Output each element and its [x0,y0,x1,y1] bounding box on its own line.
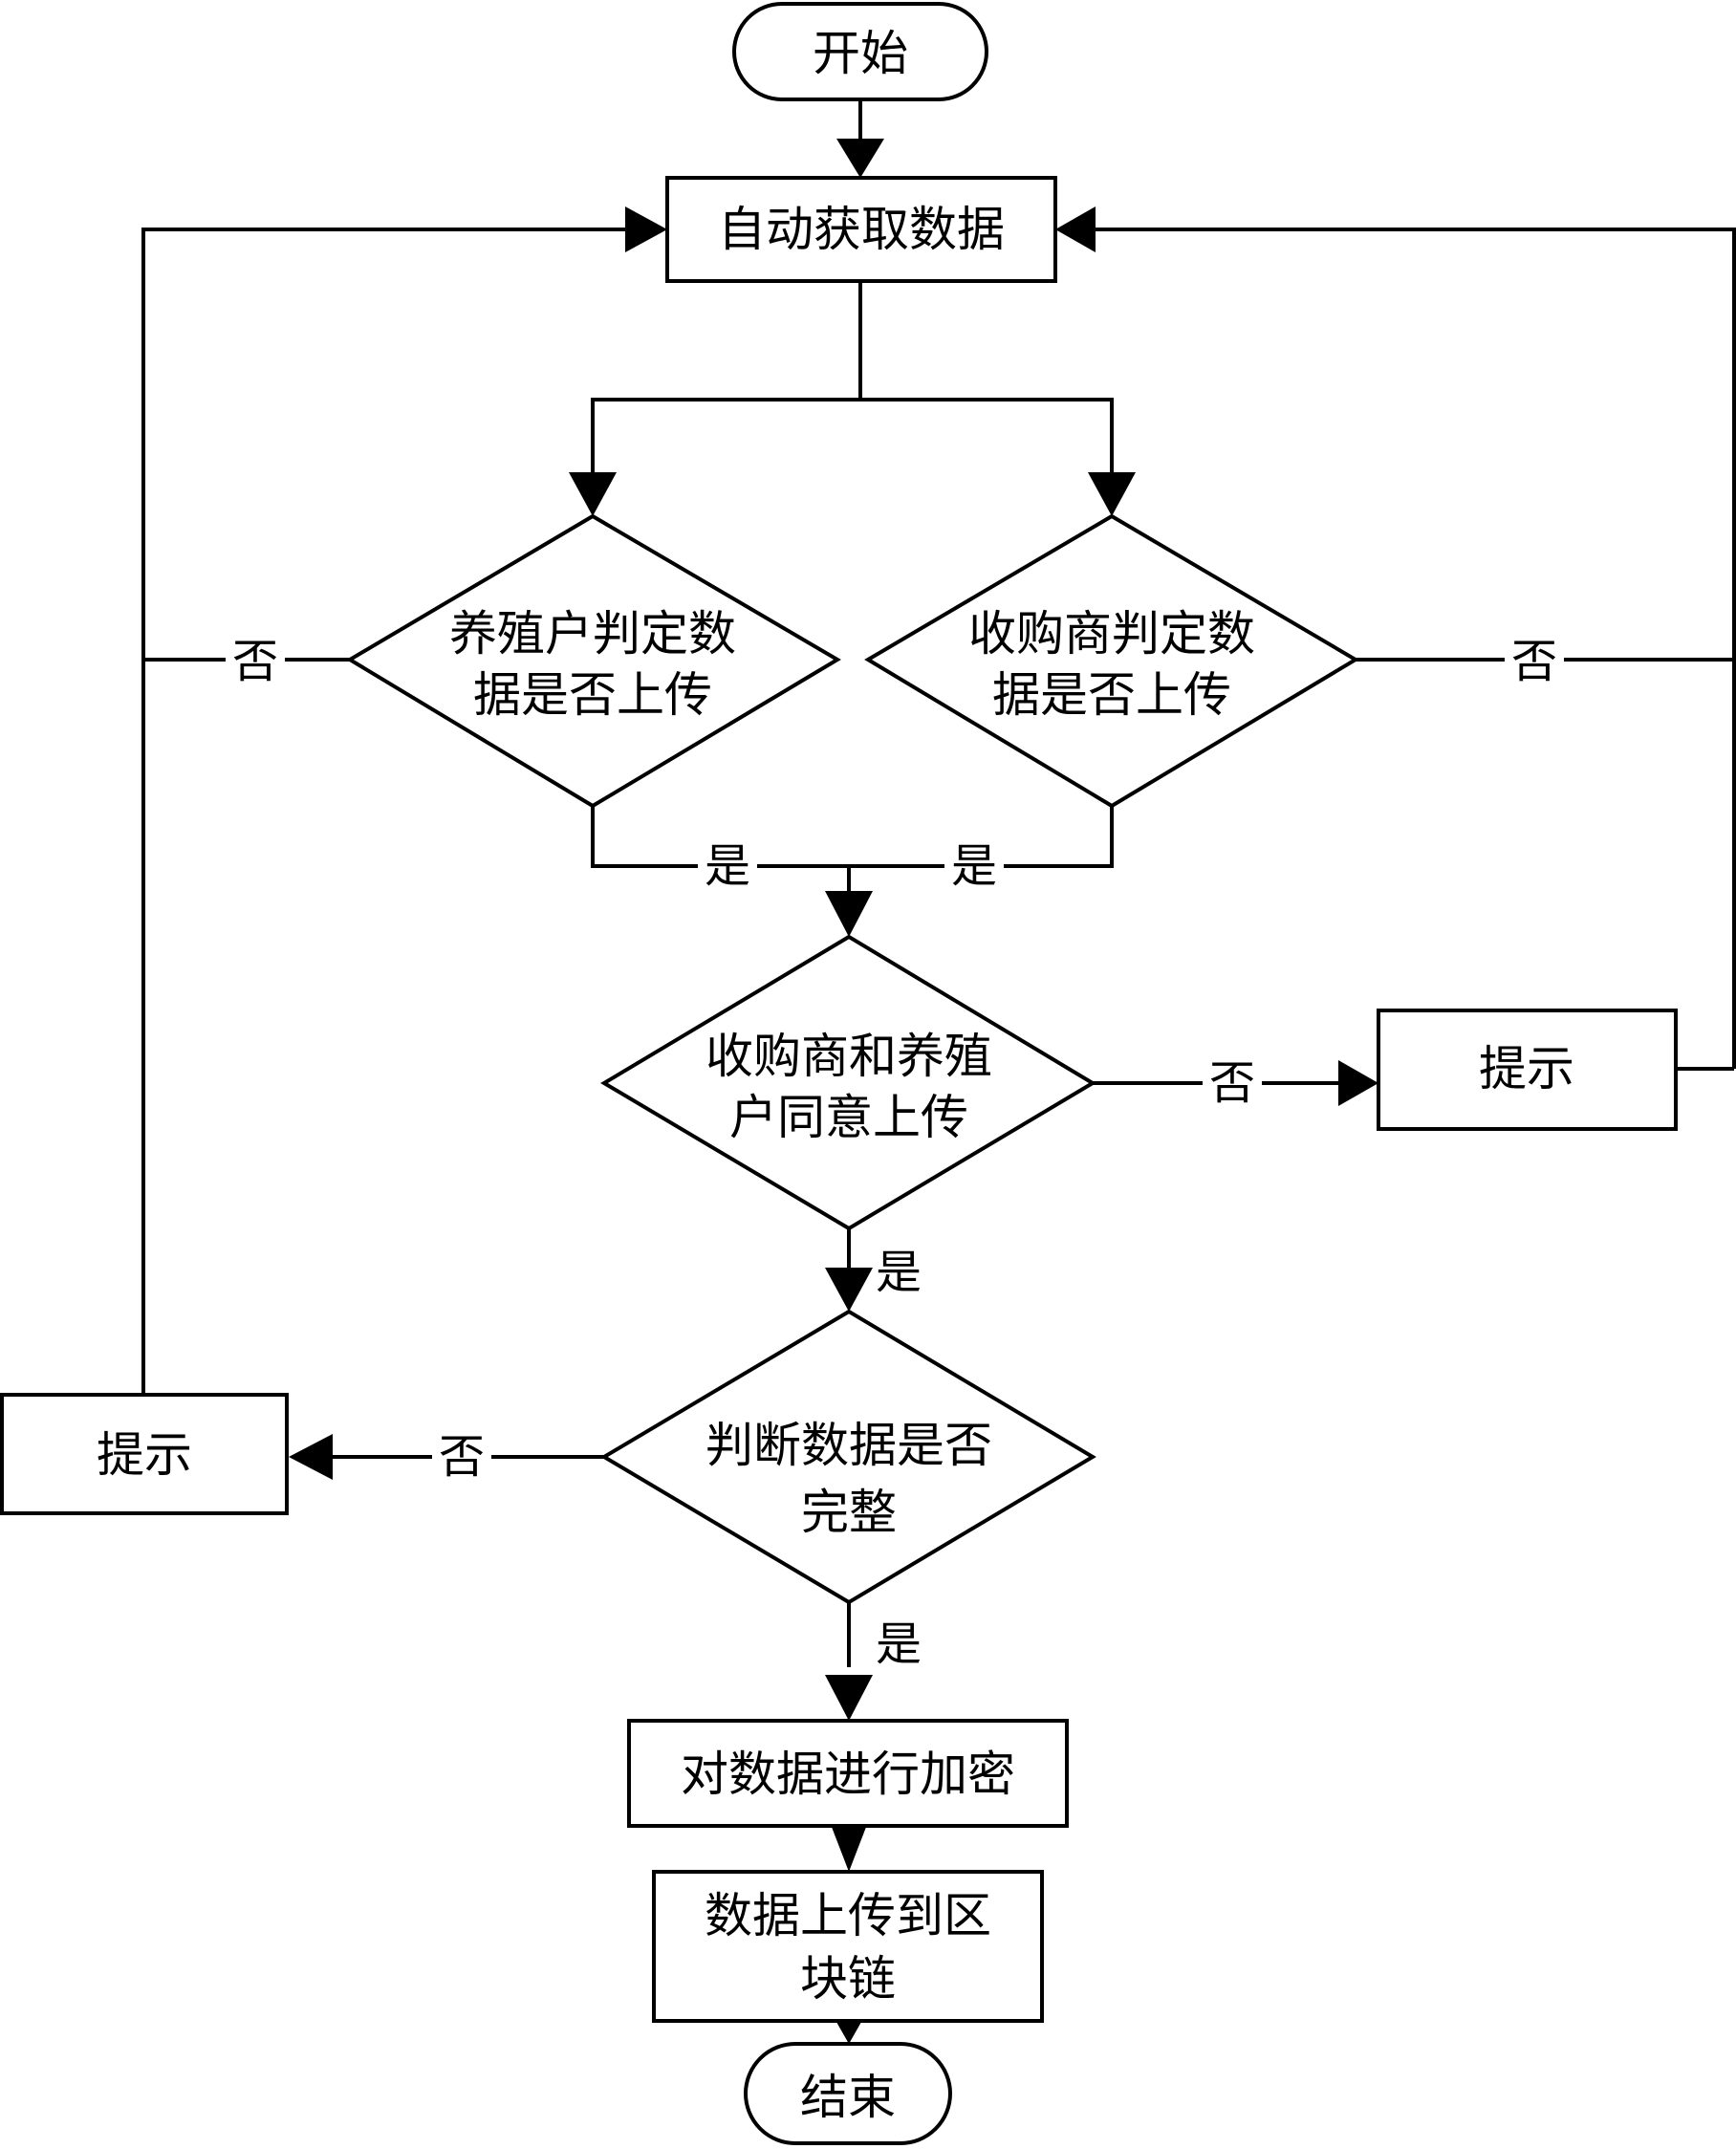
arrowhead [830,1822,868,1872]
upload-line-2: 块链 [800,1951,896,2007]
consent-line-2: 户同意上传 [729,1090,968,1145]
buyer-check-line-1: 收购商判定数 [968,606,1255,662]
node-fetch-data: 自动获取数据 [665,176,1057,283]
completeness-no-label: 否 [439,1430,485,1484]
consent-yes-label: 是 [876,1246,922,1299]
consent-line-1: 收购商和养殖 [705,1029,992,1084]
edge-labels: 否 否 是 是 否 是 否 是 [226,635,1564,1671]
fetch-data-label: 自动获取数据 [718,202,1005,257]
arrowhead [569,472,617,516]
completeness-yes-label: 是 [876,1617,922,1671]
arrowhead [625,206,667,252]
arrowhead [825,891,873,937]
node-start: 开始 [732,2,988,101]
node-completeness: 判断数据是否 完整 [600,1309,1096,1605]
arrowhead [825,1675,873,1721]
arrowhead [825,1268,873,1312]
node-prompt-left: 提示 [0,1393,289,1515]
upload-line-1: 数据上传到区 [705,1888,991,1943]
completeness-line-1: 判断数据是否 [705,1418,992,1473]
end-label: 结束 [800,2070,896,2125]
node-consent: 收购商和养殖 户同意上传 [600,934,1096,1231]
arrowhead [1055,206,1096,252]
edge-split-farmer [591,398,860,476]
edge-farmer-yes [591,806,849,868]
edge-left-loop [141,228,625,1395]
buyer-no-label: 否 [1511,635,1557,688]
farmer-check-line-2: 据是否上传 [473,667,712,723]
node-buyer-check: 收购商判定数 据是否上传 [864,513,1359,809]
edge-right-loop [1096,228,1736,1069]
completeness-line-2: 完整 [801,1485,897,1540]
node-end: 结束 [744,2042,952,2145]
prompt-right-label: 提示 [1479,1041,1574,1096]
arrowheads [289,139,1378,2044]
arrowhead [289,1434,333,1480]
farmer-check-line-1: 养殖户判定数 [449,606,736,662]
node-prompt-right: 提示 [1377,1009,1678,1131]
arrowhead [836,139,884,178]
buyer-check-line-2: 据是否上传 [992,667,1231,723]
prompt-left-label: 提示 [97,1427,192,1483]
encrypt-label: 对数据进行加密 [681,1747,1015,1802]
buyer-yes-label: 是 [951,839,997,893]
farmer-no-label: 否 [232,635,278,688]
node-upload: 数据上传到区 块链 [652,1870,1044,2023]
node-encrypt: 对数据进行加密 [627,1719,1069,1828]
arrowhead [1338,1060,1378,1106]
arrowhead [1088,472,1136,516]
edge-buyer-yes [849,806,1114,868]
start-label: 开始 [813,26,908,81]
edge-split-buyer [860,398,1114,476]
consent-no-label: 否 [1209,1056,1255,1110]
farmer-yes-label: 是 [705,839,750,893]
node-farmer-check: 养殖户判定数 据是否上传 [346,513,841,809]
